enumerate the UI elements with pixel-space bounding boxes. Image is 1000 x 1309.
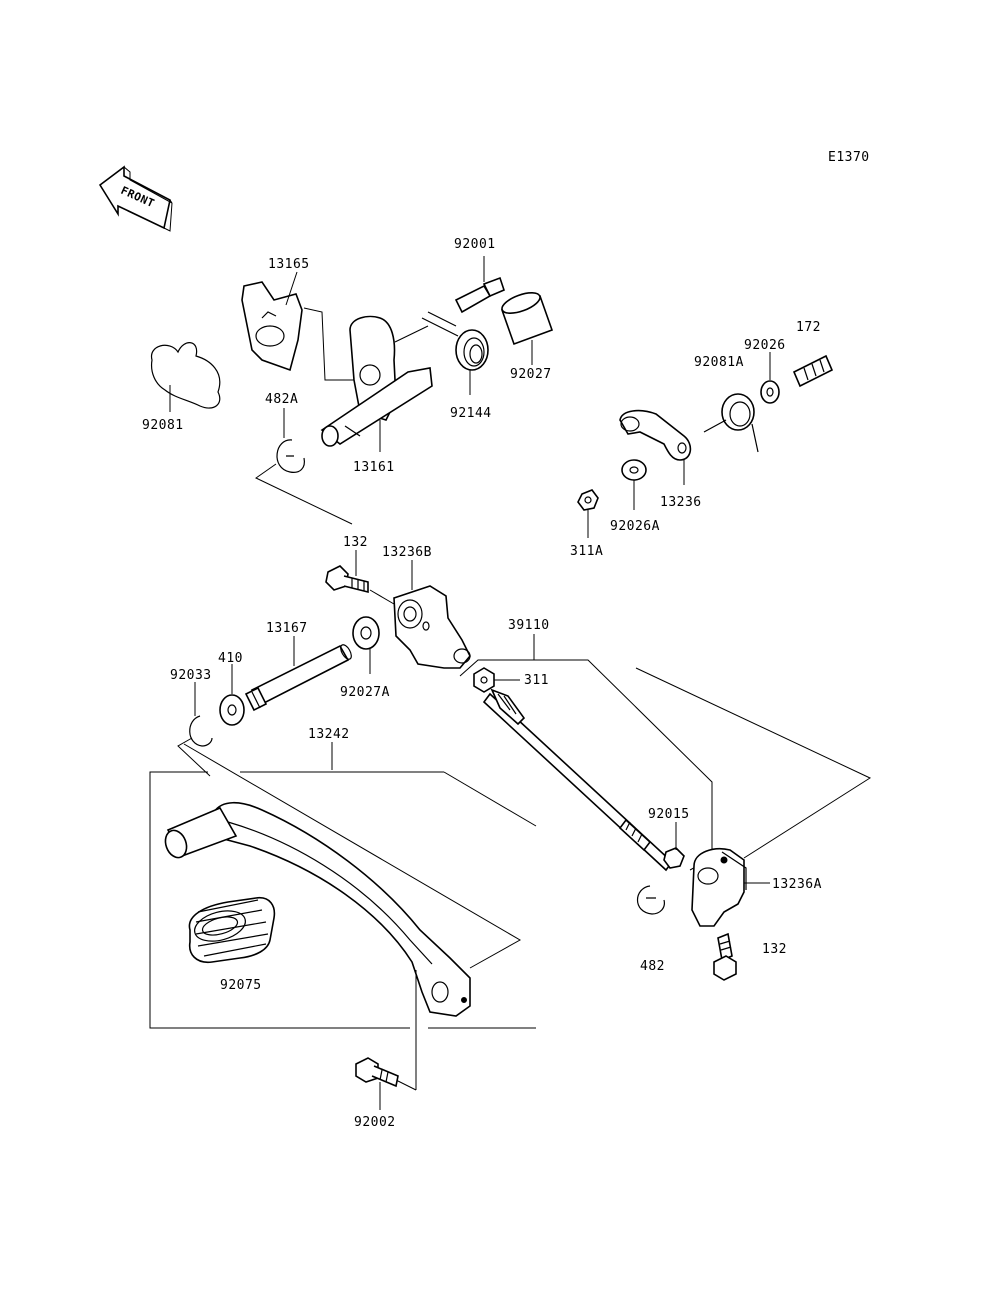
- spring-92144: [421, 311, 489, 371]
- shift-shaft-13161: [320, 315, 433, 447]
- rod-39110: [482, 688, 674, 872]
- bolt-92002: [355, 1057, 399, 1088]
- label-13236A: 13236A: [772, 877, 822, 892]
- bolt-132-top: [325, 565, 369, 594]
- label-92002: 92002: [354, 1115, 396, 1130]
- label-13236: 13236: [660, 495, 702, 510]
- label-482A: 482A: [265, 392, 298, 407]
- bolt-172: [792, 354, 834, 388]
- leader-13242-link: [183, 743, 522, 969]
- pin-92001: [454, 276, 505, 314]
- label-39110: 39110: [508, 618, 550, 633]
- label-92027: 92027: [510, 367, 552, 382]
- plate-13165: [241, 281, 303, 372]
- rubber-92075: [188, 896, 276, 964]
- label-92144: 92144: [450, 406, 492, 421]
- leader-482A-link: [255, 463, 353, 525]
- clip-482A: [276, 439, 305, 473]
- lever-13236A: [691, 848, 747, 927]
- label-92075: 92075: [220, 978, 262, 993]
- label-410: 410: [218, 651, 243, 666]
- label-132-bottom: 132: [762, 942, 787, 957]
- nut-311: [473, 667, 495, 693]
- label-13161: 13161: [353, 460, 395, 475]
- washer-92026A: [621, 459, 647, 481]
- clip-482: [636, 885, 665, 915]
- collar-92027: [500, 292, 554, 346]
- label-92081: 92081: [142, 418, 184, 433]
- label-13242: 13242: [308, 727, 350, 742]
- label-172: 172: [796, 320, 821, 335]
- frame-13242-left: [149, 771, 410, 1029]
- leader-92033-link: [177, 737, 211, 777]
- label-92033: 92033: [170, 668, 212, 683]
- bolt-132-bottom: [713, 932, 737, 981]
- arm-13236: [619, 409, 692, 461]
- label-13167: 13167: [266, 621, 308, 636]
- nut-92015: [663, 847, 685, 869]
- label-92026A: 92026A: [610, 519, 660, 534]
- leader-13165: [285, 271, 298, 306]
- label-311: 311: [524, 673, 549, 688]
- washer-92026: [760, 380, 780, 404]
- washer-410: [219, 694, 245, 726]
- spring-92081A: [703, 393, 759, 453]
- label-13165: 13165: [268, 257, 310, 272]
- leader-13161-link: [394, 325, 429, 343]
- front-arrow-icon: FRONT: [98, 165, 173, 232]
- label-482: 482: [640, 959, 665, 974]
- gasket-92081: [150, 342, 221, 409]
- shift-pedal-13242: [164, 801, 471, 1017]
- label-92027A: 92027A: [340, 685, 390, 700]
- leader-13236A-group: [635, 667, 872, 859]
- washer-92027A: [352, 616, 380, 650]
- label-13236B: 13236B: [382, 545, 432, 560]
- lever-13236B: [393, 585, 471, 669]
- nut-311A: [577, 489, 599, 511]
- frame-13242-diag: [443, 771, 537, 827]
- figure-code: E1370: [828, 150, 870, 165]
- label-92015: 92015: [648, 807, 690, 822]
- label-92081A: 92081A: [694, 355, 744, 370]
- leader-13165-link: [303, 307, 355, 381]
- shaft-13167: [244, 644, 352, 712]
- label-311A: 311A: [570, 544, 603, 559]
- leader-132-top-link: [369, 589, 395, 605]
- circlip-92033: [189, 715, 213, 747]
- label-132-top: 132: [343, 535, 368, 550]
- label-92001: 92001: [454, 237, 496, 252]
- label-92026: 92026: [744, 338, 786, 353]
